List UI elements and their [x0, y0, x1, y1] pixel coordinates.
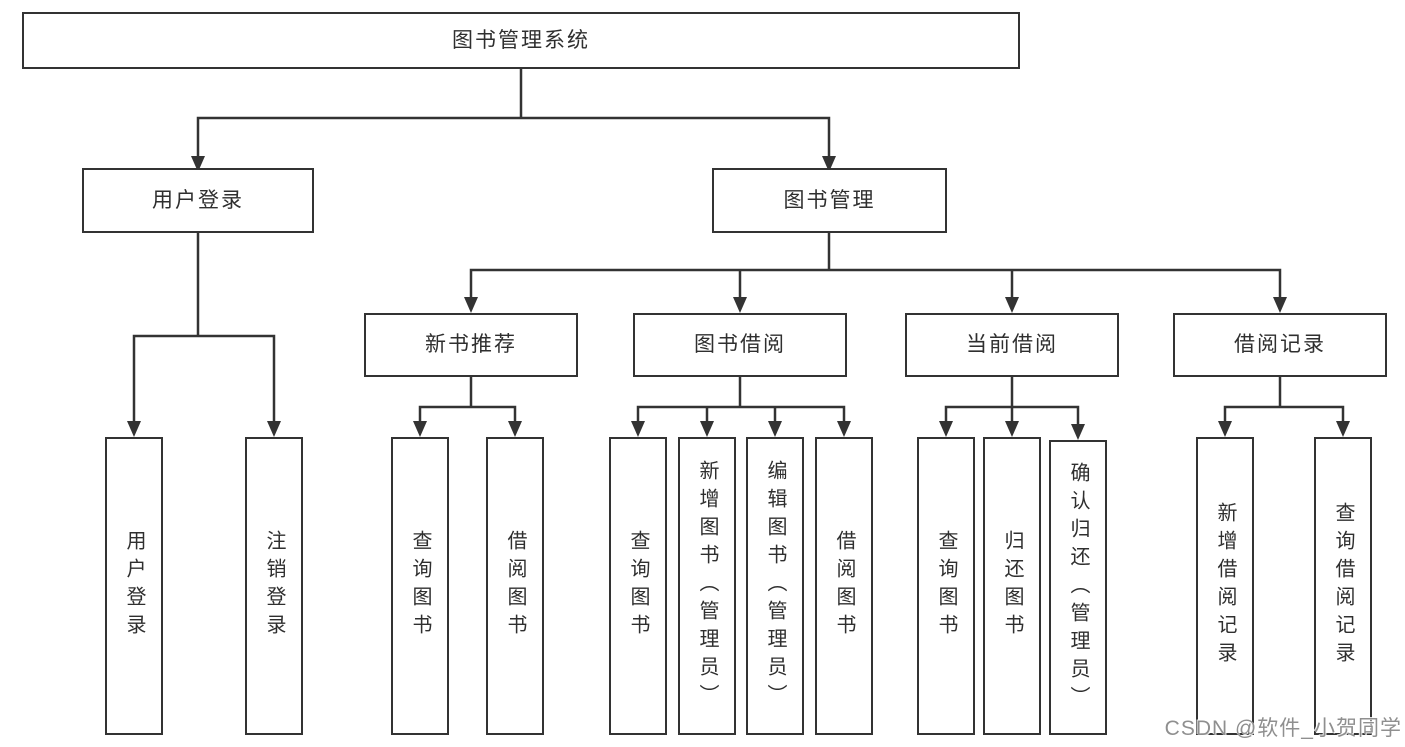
arrowhead: [1336, 421, 1350, 437]
arrowhead: [1071, 424, 1085, 440]
leaf-nbr-borrow-books: 借阅图书: [486, 437, 544, 735]
node-current-borrow: 当前借阅: [905, 313, 1119, 377]
arrowhead: [508, 421, 522, 437]
arrowhead: [837, 421, 851, 437]
arrowhead: [267, 421, 281, 437]
leaf-bb-add-books-admin: 新增图书（管理员）: [678, 437, 736, 735]
node-new-book-recommend: 新书推荐: [364, 313, 578, 377]
arrowhead: [127, 421, 141, 437]
arrowhead: [822, 156, 836, 172]
leaf-nbr-query-books: 查询图书: [391, 437, 449, 735]
arrowhead: [700, 421, 714, 437]
arrowhead: [768, 421, 782, 437]
arrowhead: [1273, 297, 1287, 313]
arrowhead: [939, 421, 953, 437]
tree-edges: [132, 67, 1345, 428]
leaf-br-add-borrow-record: 新增借阅记录: [1196, 437, 1254, 735]
node-user-login: 用户登录: [82, 168, 314, 233]
leaf-br-query-borrow-record: 查询借阅记录: [1314, 437, 1372, 735]
leaf-bb-borrow-books: 借阅图书: [815, 437, 873, 735]
leaf-cb-confirm-return-admin: 确认归还（管理员）: [1049, 440, 1107, 735]
node-book-management: 图书管理: [712, 168, 947, 233]
arrowheads: [127, 156, 1350, 440]
leaf-bb-query-books: 查询图书: [609, 437, 667, 735]
arrowhead: [464, 297, 478, 313]
leaf-user-login: 用户登录: [105, 437, 163, 735]
arrowhead: [191, 156, 205, 172]
node-root: 图书管理系统: [22, 12, 1020, 69]
arrowhead: [1218, 421, 1232, 437]
arrowhead: [631, 421, 645, 437]
node-borrow-records: 借阅记录: [1173, 313, 1387, 377]
arrowhead: [733, 297, 747, 313]
node-book-borrow: 图书借阅: [633, 313, 847, 377]
arrowhead: [413, 421, 427, 437]
leaf-logout: 注销登录: [245, 437, 303, 735]
leaf-cb-return-books: 归还图书: [983, 437, 1041, 735]
arrowhead: [1005, 421, 1019, 437]
csdn-watermark: CSDN @软件_小贺同学: [1164, 717, 1402, 740]
leaf-cb-query-books: 查询图书: [917, 437, 975, 735]
arrowhead: [1005, 297, 1019, 313]
leaf-bb-edit-books-admin: 编辑图书（管理员）: [746, 437, 804, 735]
